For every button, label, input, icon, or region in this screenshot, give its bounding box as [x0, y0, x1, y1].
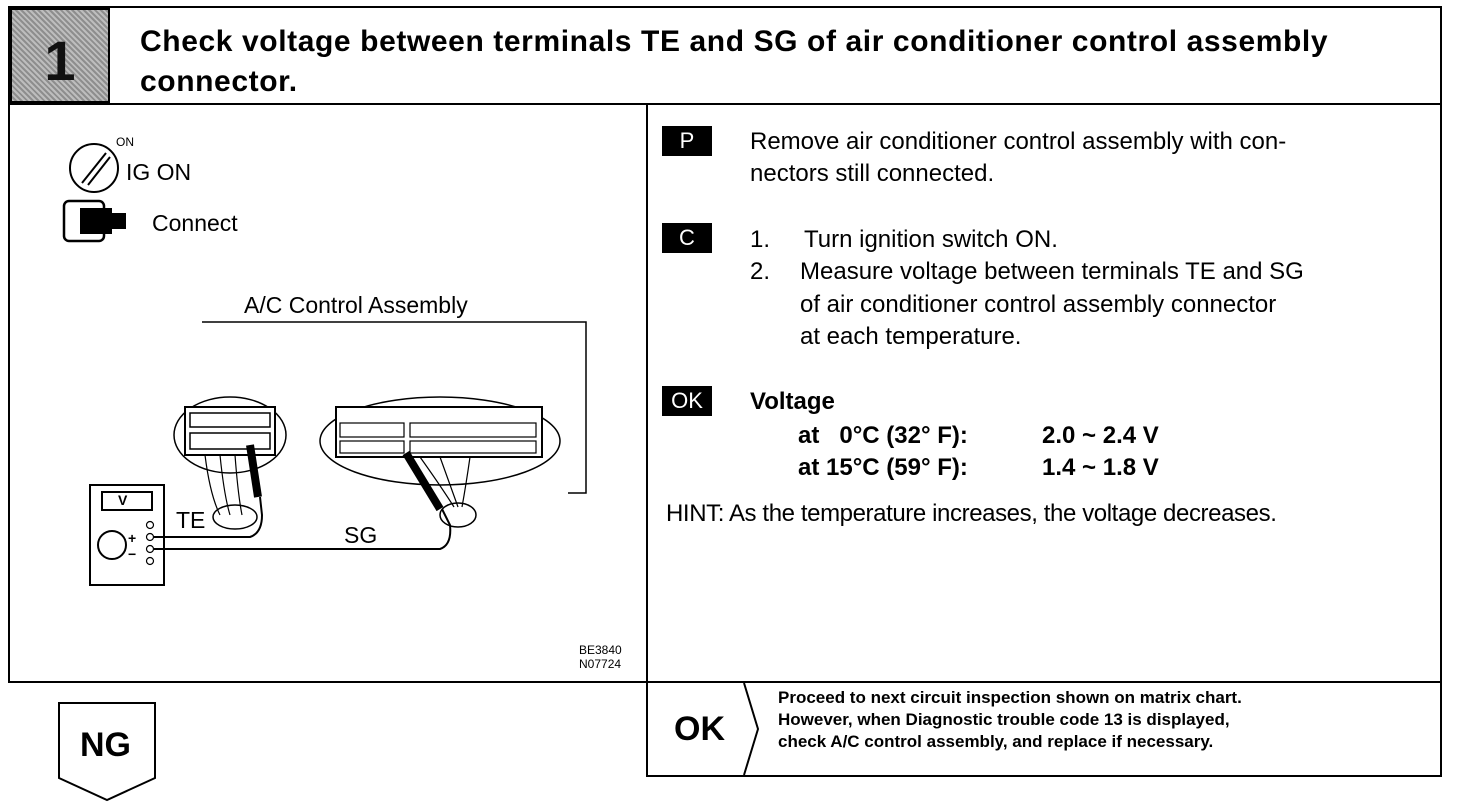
te-label: TE — [176, 507, 206, 533]
p-text-line1: Remove air conditioner control assembly … — [750, 128, 1287, 155]
meter-minus-label: − — [128, 546, 137, 562]
tag-c: C — [662, 223, 712, 253]
ig-on-label: IG ON — [126, 159, 192, 185]
voltage-row1-label: at 0°C (32° F): — [798, 422, 968, 449]
c-step2-line2: of air conditioner control assembly conn… — [800, 291, 1277, 318]
step-number: 1 — [44, 29, 76, 92]
ng-arrow-badge — [58, 702, 156, 802]
ok-result-line2: However, when Diagnostic trouble code 13… — [778, 710, 1230, 729]
figure-code-2: N07724 — [579, 657, 622, 671]
c-step2-line1: Measure voltage between terminals TE and… — [800, 258, 1304, 285]
ok-result-label: OK — [674, 710, 725, 748]
te-connector — [173, 396, 287, 530]
figure-code-1: BE3840 — [579, 643, 622, 657]
c-step2-line3: at each temperature. — [800, 323, 1022, 350]
on-label: ON — [116, 135, 134, 149]
meter-v-label: V — [118, 492, 128, 508]
ignition-key-icon — [69, 143, 119, 193]
ok-result-box — [646, 681, 1442, 777]
tag-p: P — [662, 126, 712, 156]
c-step1-text: Turn ignition switch ON. — [804, 226, 1058, 253]
c-step1-num: 1. — [750, 226, 771, 253]
p-text-line2: nectors still connected. — [750, 160, 995, 187]
hint-text: HINT: As the temperature increases, the … — [666, 500, 1277, 527]
c-step2-num: 2. — [750, 258, 771, 285]
ng-label: NG — [80, 726, 131, 764]
connector-icon — [62, 199, 126, 243]
ok-heading: Voltage — [750, 388, 835, 415]
ok-result-line3: check A/C control assembly, and replace … — [778, 732, 1214, 751]
step-title: Check voltage between terminals TE and S… — [140, 25, 1329, 98]
wiring-diagram — [62, 143, 587, 586]
meter-plus-label: + — [128, 530, 137, 546]
ok-result-line1: Proceed to next circuit inspection shown… — [778, 688, 1242, 707]
voltage-row2-label: at 15°C (59° F): — [798, 454, 968, 481]
voltage-row1-value: 2.0 ~ 2.4 V — [1042, 422, 1159, 449]
sg-connector — [319, 396, 561, 528]
voltmeter-icon — [89, 484, 165, 586]
tag-ok: OK — [662, 386, 712, 416]
connect-label: Connect — [152, 210, 238, 236]
sg-label: SG — [344, 522, 378, 548]
assembly-label: A/C Control Assembly — [244, 292, 468, 318]
voltage-row2-value: 1.4 ~ 1.8 V — [1042, 454, 1159, 481]
step-number-badge: 1 — [10, 8, 110, 103]
ok-arrow-divider — [743, 683, 760, 775]
